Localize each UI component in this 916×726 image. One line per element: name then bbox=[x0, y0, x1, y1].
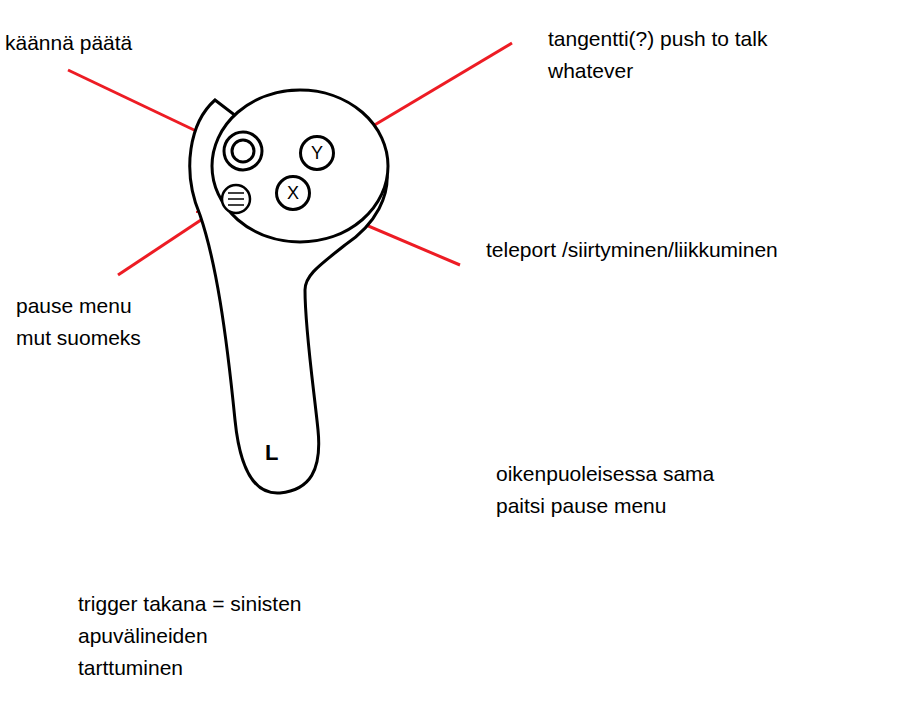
menu-icon-line bbox=[228, 198, 244, 200]
menu-icon-line bbox=[228, 204, 244, 206]
annotation-label: tangentti(?) push to talk whatever bbox=[548, 23, 808, 87]
x-button: X bbox=[275, 175, 311, 211]
hand-marker: L bbox=[265, 442, 278, 464]
annotation-label: käännä päätä bbox=[5, 27, 132, 59]
controller-body: Y X L bbox=[175, 85, 395, 500]
button-letter: Y bbox=[311, 144, 323, 162]
annotation-label: oikenpuoleisessa sama paitsi pause menu bbox=[496, 458, 751, 522]
leader-arrow bbox=[68, 70, 213, 139]
y-button: Y bbox=[299, 135, 335, 171]
button-letter: X bbox=[287, 184, 299, 202]
controller-face bbox=[212, 90, 388, 242]
menu-button bbox=[222, 185, 250, 213]
annotation-label: pause menu mut suomeks bbox=[16, 290, 156, 354]
annotation-label: trigger takana = sinisten apuvälineiden … bbox=[78, 588, 313, 684]
thumbstick-cap bbox=[232, 140, 254, 162]
controller-outline bbox=[175, 85, 395, 500]
annotation-label: teleport /siirtyminen/liikkuminen bbox=[486, 234, 778, 266]
menu-icon-line bbox=[228, 192, 244, 194]
thumbstick bbox=[224, 132, 262, 170]
